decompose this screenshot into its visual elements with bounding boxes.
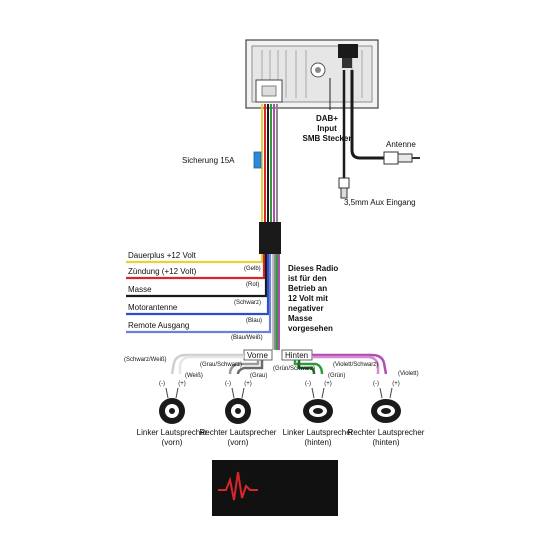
speaker-group: (-)(+)Linker Lautsprecher(vorn)(-)(+)Rec…	[137, 381, 425, 447]
spk3-neg-wire: (Grün/Schwarz)	[273, 366, 315, 372]
speaker-1-position: (vorn)	[162, 438, 183, 447]
speaker-2-minus: (-)	[225, 381, 231, 387]
svg-text:Betrieb an: Betrieb an	[288, 284, 327, 293]
aux-cable	[338, 70, 350, 199]
harness-connector	[259, 222, 281, 254]
speaker-2-position: (vorn)	[228, 438, 249, 447]
spk4-neg-wire: (Violett/Schwarz)	[333, 362, 378, 368]
svg-text:Dieses Radio: Dieses Radio	[288, 264, 338, 273]
wire-color-4: (Blau)	[246, 318, 262, 324]
wire-color-3: (Schwarz)	[234, 300, 261, 306]
speaker-4-minus: (-)	[373, 381, 379, 387]
spk2-neg-wire: (Grau/Schwarz)	[200, 362, 242, 368]
wire-color-2: (Rot)	[246, 282, 259, 288]
speaker-4-position: (hinten)	[372, 438, 399, 447]
power-wires	[126, 254, 272, 334]
speaker-1-name: Linker Lautsprecher	[137, 428, 208, 437]
speaker-1-minus: (-)	[159, 381, 165, 387]
spk2-pos-wire: (Grau)	[250, 373, 267, 379]
aux-label: 3,5mm Aux Eingang	[344, 198, 416, 207]
svg-text:Masse: Masse	[288, 314, 313, 323]
antenna-cable	[350, 70, 420, 165]
speaker-3-minus: (-)	[305, 381, 311, 387]
speaker-3-plus: (+)	[324, 381, 332, 387]
wire-color-5: (Blau/Weiß)	[231, 335, 263, 341]
fuse	[253, 151, 262, 169]
speaker-2-plus: (+)	[244, 381, 252, 387]
speaker-4-plus: (+)	[392, 381, 400, 387]
svg-text:ist für den: ist für den	[288, 274, 327, 283]
spk4-pos-wire: (Violett)	[398, 371, 419, 377]
main-harness	[261, 104, 278, 222]
front-group-label: Vorne	[247, 351, 268, 360]
speaker-2: (-) (+) Rechter Lautsprecher(vorn)	[200, 381, 277, 447]
dab-label-line1: DAB+	[316, 114, 338, 123]
antenna-label: Antenne	[386, 140, 416, 149]
speaker-1: (-) (+) Linker Lautsprecher(vorn)	[137, 381, 208, 447]
logo-brand: SAS	[258, 467, 316, 498]
wire-color-1: (Gelb)	[244, 266, 261, 272]
head-unit	[245, 39, 379, 109]
speaker-3-name: Linker Lautsprecher	[283, 428, 354, 437]
speaker-branches	[170, 353, 388, 375]
speaker-3: (-) (+) Linker Lautsprecher(hinten)	[283, 381, 354, 447]
svg-text:vorgesehen: vorgesehen	[288, 324, 333, 333]
sas-logo: SAS SYSTEMY CAR AUDIO SOUND AUDIO SYSTEM	[212, 460, 338, 516]
dab-label-line2: Input	[317, 124, 337, 133]
speaker-wire-trunk	[272, 254, 280, 350]
speaker-1-plus: (+)	[178, 381, 186, 387]
spk3-pos-wire: (Grün)	[328, 373, 345, 379]
dab-label-line3: SMB Stecker	[303, 134, 352, 143]
spk1-pos-wire: (Weiß)	[185, 373, 203, 379]
svg-text:12 Volt mit: 12 Volt mit	[288, 294, 328, 303]
wire-label-1: Dauerplus +12 Volt	[128, 251, 197, 260]
svg-text:negativer: negativer	[288, 304, 324, 313]
fuse-label: Sicherung 15A	[182, 156, 235, 165]
wire-label-2: Zündung (+12 Volt)	[128, 267, 197, 276]
wire-label-3: Masse	[128, 285, 152, 294]
logo-line1: SYSTEMY CAR AUDIO	[240, 498, 309, 505]
logo-line2: SOUND AUDIO SYSTEM	[238, 506, 313, 513]
speaker-4: (-) (+) Rechter Lautsprecher(hinten)	[348, 381, 425, 447]
speaker-4-name: Rechter Lautsprecher	[348, 428, 425, 437]
wire-label-4: Motorantenne	[128, 303, 178, 312]
wire-label-5: Remote Ausgang	[128, 321, 189, 330]
speaker-2-name: Rechter Lautsprecher	[200, 428, 277, 437]
rear-group-label: Hinten	[285, 351, 308, 360]
speaker-3-position: (hinten)	[304, 438, 331, 447]
spk1-neg-wire: (Schwarz/Weiß)	[124, 357, 167, 363]
voltage-note: Dieses Radio ist für den Betrieb an 12 V…	[288, 264, 338, 333]
